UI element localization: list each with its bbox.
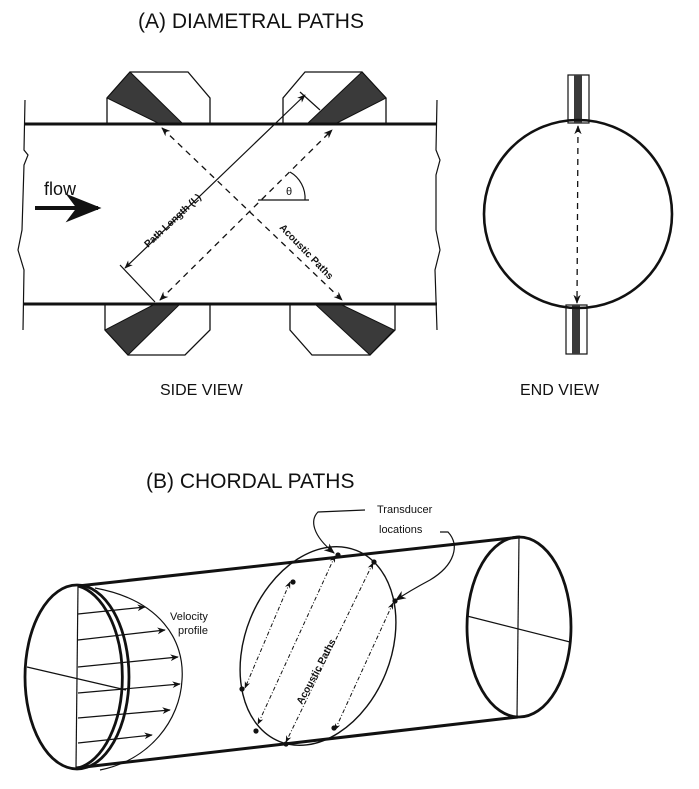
transducer-callout-arrow-2 xyxy=(395,531,455,601)
outlet-horizontal-axis xyxy=(466,615,571,643)
outlet-vertical-axis xyxy=(516,536,520,718)
end-view-caption: END VIEW xyxy=(520,382,600,399)
pipe-inlet-ellipse xyxy=(23,583,131,771)
pipe-bottom-edge xyxy=(75,715,519,770)
extension-line-lower xyxy=(119,264,156,303)
flow-label: flow xyxy=(44,179,77,199)
chordal-path-3 xyxy=(285,562,374,743)
panel-a-title: (A) DIAMETRAL PATHS xyxy=(138,10,364,33)
transducer-label-line1: Transducer xyxy=(377,504,433,516)
acoustic-path-1 xyxy=(161,127,343,301)
transducer-points xyxy=(239,552,398,747)
side-view: flow Path Length (L) Acoustic Paths θ xyxy=(17,71,441,356)
transducer-label-line2: locations xyxy=(379,524,423,536)
chordal-path-4 xyxy=(334,602,394,731)
chordal-acoustic-paths-label: Acoustic Paths xyxy=(295,637,339,706)
chordal-pipe: Velocity profile Acoustic Paths Transduc… xyxy=(23,504,573,771)
chordal-acoustic-paths xyxy=(244,555,394,743)
acoustic-paths-label: Acoustic Paths xyxy=(277,222,335,282)
transducer-housing-top-left xyxy=(106,71,211,125)
inlet-horizontal-axis xyxy=(26,666,127,691)
side-view-caption: SIDE VIEW xyxy=(160,382,244,399)
chordal-path-1 xyxy=(244,581,291,689)
end-view xyxy=(482,74,674,355)
panel-b-title: (B) CHORDAL PATHS xyxy=(146,470,354,493)
transducer-housing-top-right xyxy=(282,71,387,125)
path-length-dimension xyxy=(124,94,306,269)
angle-label: θ xyxy=(286,186,292,198)
angle-arc xyxy=(289,171,306,201)
path-length-label: Path Length (L) xyxy=(143,192,204,250)
transducer-callout-arrow-1 xyxy=(313,509,366,554)
velocity-label-line1: Velocity xyxy=(170,611,208,623)
end-transducer-top-element xyxy=(574,75,582,123)
end-transducer-bottom-element xyxy=(572,305,580,354)
pipe-cross-section xyxy=(482,118,674,310)
extension-line-upper xyxy=(299,91,321,111)
inlet-ellipse-front xyxy=(77,584,124,770)
end-view-acoustic-path xyxy=(573,125,582,304)
transducer-housing-bottom-right xyxy=(289,303,396,356)
inlet-vertical-axis xyxy=(75,585,79,769)
velocity-label-line2: profile xyxy=(178,625,208,637)
velocity-vectors xyxy=(77,604,181,744)
transducer-housing-bottom-left xyxy=(104,303,211,356)
pipe-break-left xyxy=(17,99,29,331)
pipe-break-right xyxy=(434,99,441,331)
